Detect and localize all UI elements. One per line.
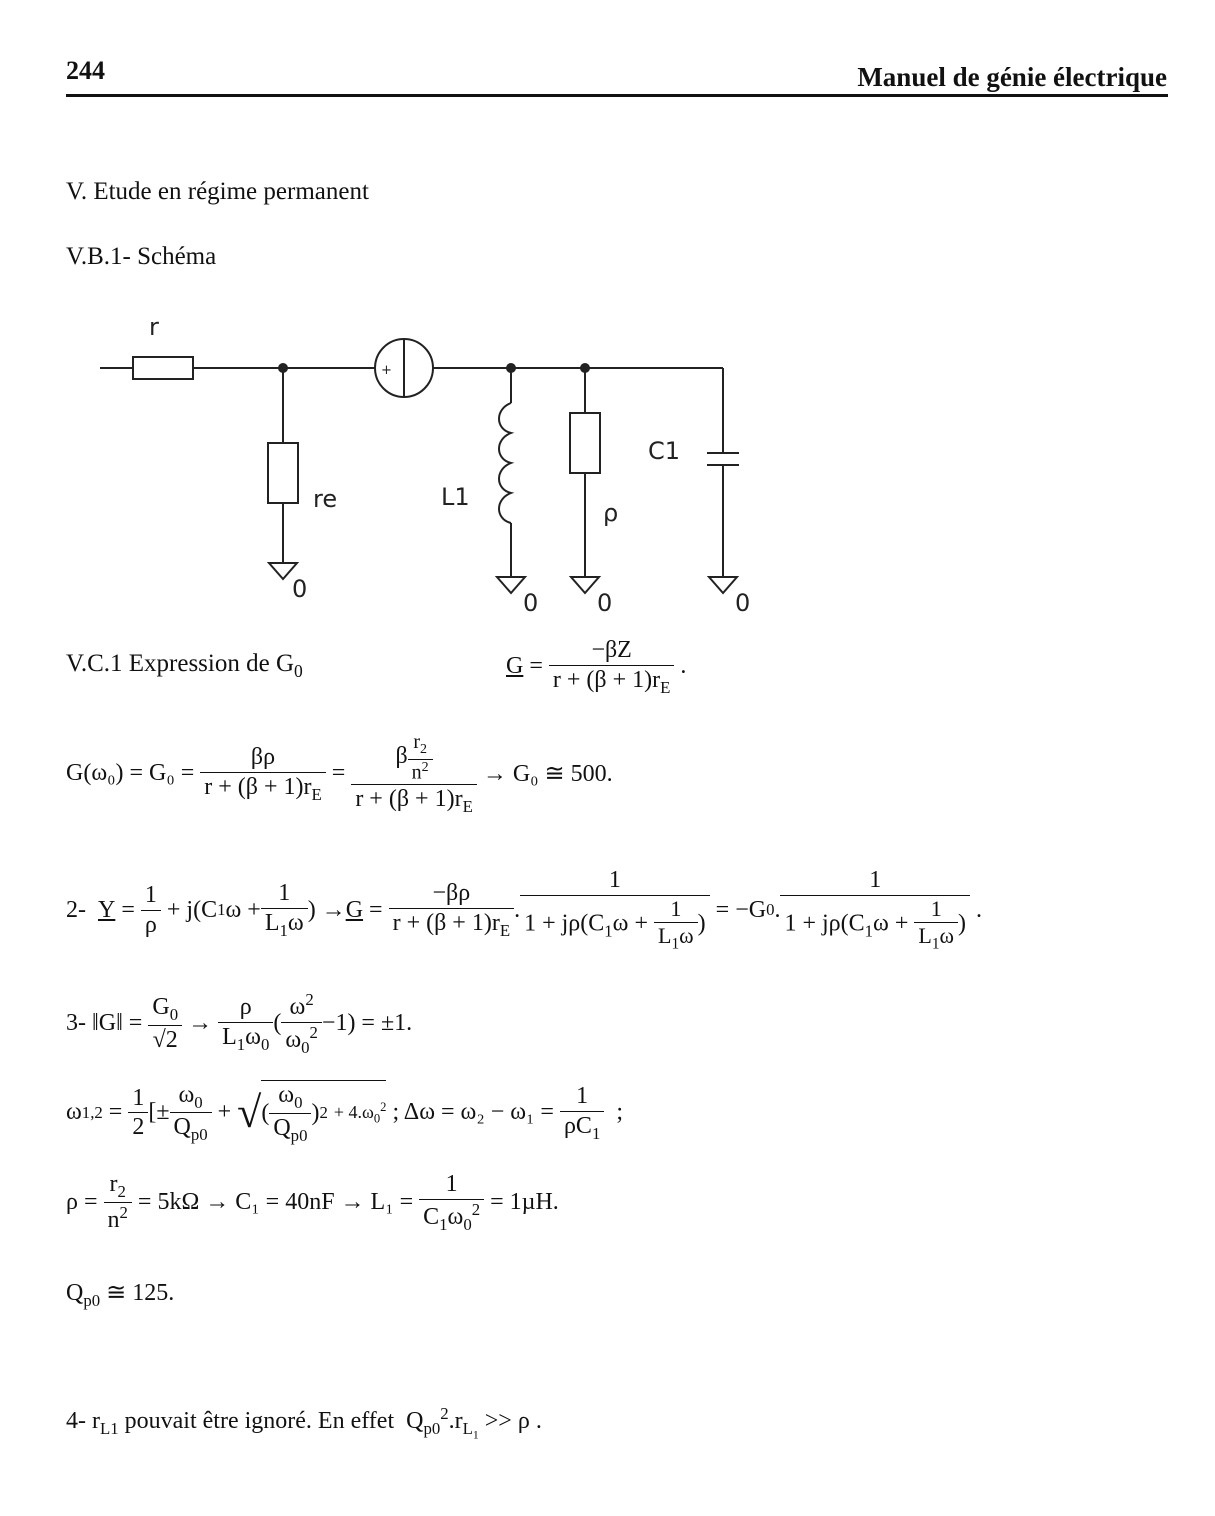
label-c1: C1 (648, 437, 680, 465)
resistor-r (132, 356, 194, 380)
section-title: V. Etude en régime permanent (66, 178, 369, 205)
label-r: r (149, 313, 159, 341)
ground-symbol-1 (266, 562, 300, 581)
label-gnd-1: 0 (292, 575, 307, 603)
svg-text:+: + (381, 363, 392, 378)
page-number: 244 (66, 56, 105, 85)
equation-q4: 4- rL1 pouvait être ignoré. En effet Qp0… (66, 1404, 542, 1442)
label-gnd-2: 0 (523, 589, 538, 617)
ground-symbol-4 (706, 576, 740, 595)
subsection-schema: V.B.1- Schéma (66, 243, 217, 270)
equation-g: G = −βZ r + (β + 1)rE . (506, 637, 687, 697)
resistor-rho (569, 412, 601, 474)
resistor-re (267, 442, 299, 504)
circuit-schematic: + r re L1 ρ C1 0 0 0 0 (100, 313, 750, 617)
label-rho: ρ (603, 499, 618, 527)
subsection-expression: V.C.1 Expression de G0 (66, 650, 303, 681)
label-gnd-4: 0 (735, 589, 750, 617)
inductor-l1 (498, 402, 515, 524)
label-re: re (313, 485, 337, 513)
equation-qp0: Qp0 ≅ 125. (66, 1280, 175, 1310)
ground-symbol-2 (494, 576, 528, 595)
book-title: Manuel de génie électrique (857, 62, 1167, 92)
label-l1: L1 (441, 483, 470, 511)
label-gnd-3: 0 (597, 589, 612, 617)
header-rule (66, 94, 1168, 97)
ground-symbol-3 (568, 576, 602, 595)
